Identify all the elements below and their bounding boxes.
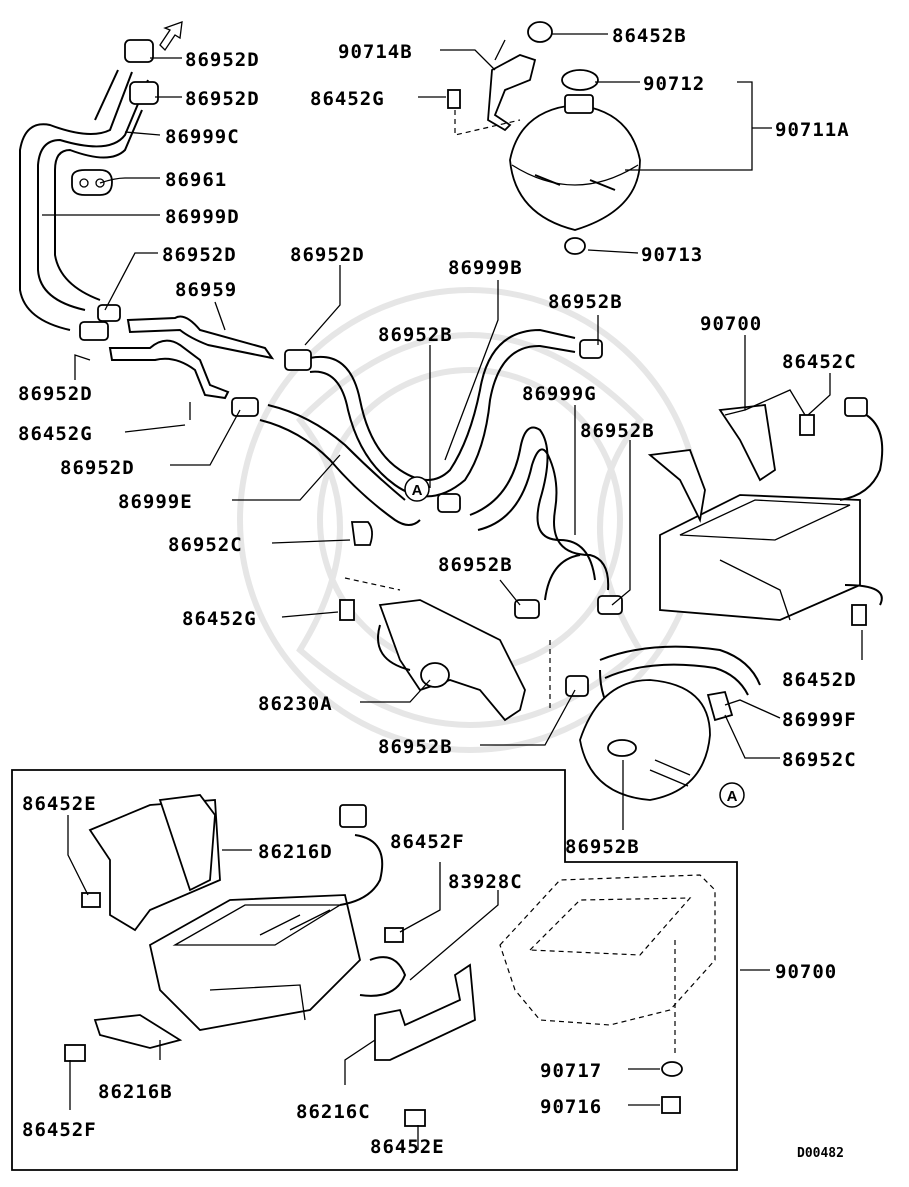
hose-center-upper xyxy=(284,328,603,513)
reservoir-lower xyxy=(579,679,711,801)
bolt-86452B xyxy=(527,21,553,43)
label-90700: 90700 xyxy=(700,313,762,335)
diagram-code: D00482 xyxy=(797,1146,844,1161)
label-90716: 90716 xyxy=(540,1096,602,1118)
label-86999F: 86999F xyxy=(782,709,857,731)
pipe-86959 xyxy=(79,304,275,400)
label-86952D: 86952D xyxy=(60,457,135,479)
label-86999D: 86999D xyxy=(165,206,240,228)
cap-90712 xyxy=(561,69,599,91)
label-86952D: 86952D xyxy=(162,244,237,266)
label-86952D: 86952D xyxy=(185,49,260,71)
label-86452F: 86452F xyxy=(390,831,465,853)
bolt-86452F-inset-left xyxy=(64,1044,86,1062)
inverter-case-90700-dashed xyxy=(499,874,716,1114)
hose-86999G xyxy=(469,426,623,619)
label-86230A: 86230A xyxy=(258,693,333,715)
bolt-86452G-top xyxy=(447,89,461,109)
hose-86999E xyxy=(231,397,421,546)
arrow-up-icon xyxy=(159,21,183,52)
svg-text:A: A xyxy=(727,788,738,805)
hose-86999C-86999D-assembly xyxy=(19,39,159,331)
clamp-86952C-left xyxy=(350,521,373,546)
label-86216B: 86216B xyxy=(98,1081,173,1103)
clamp-86952B-A xyxy=(437,493,461,513)
clamp-86952B-g-right xyxy=(597,595,623,615)
bolt-86452F-inset xyxy=(384,927,404,943)
bracket-86216C xyxy=(374,963,476,1061)
part-labels: 86952D 86952D 86999C 86961 86999D 86952D… xyxy=(18,25,857,1158)
label-86999B: 86999B xyxy=(448,257,523,279)
label-90711A: 90711A xyxy=(775,119,850,141)
label-86952D: 86952D xyxy=(290,244,365,266)
label-90713: 90713 xyxy=(641,244,703,266)
label-86999C: 86999C xyxy=(165,126,240,148)
bracket-90700-top xyxy=(718,404,776,482)
reference-mark-A-2: A xyxy=(719,782,745,808)
bolt-86452D xyxy=(851,604,867,626)
label-86999G: 86999G xyxy=(522,383,597,405)
leader-lines xyxy=(42,33,863,1150)
inverter-assembly-inset xyxy=(64,794,476,1127)
grommet-90713 xyxy=(564,237,586,255)
label-86452B: 86452B xyxy=(612,25,687,47)
label-86452G: 86452G xyxy=(310,88,385,110)
label-86952B: 86952B xyxy=(378,324,453,346)
label-86452D: 86452D xyxy=(782,669,857,691)
bracket-90714B xyxy=(447,21,553,136)
label-86452E: 86452E xyxy=(22,793,97,815)
label-86452C: 86452C xyxy=(782,351,857,373)
label-86452E: 86452E xyxy=(370,1136,445,1158)
label-86952D: 86952D xyxy=(18,383,93,405)
label-86999E: 86999E xyxy=(118,491,193,513)
clamp-86952B-lower xyxy=(607,739,637,757)
wire-83928C xyxy=(359,956,407,997)
bolt-90716 xyxy=(661,1096,681,1114)
label-90712: 90712 xyxy=(643,73,705,95)
label-86952B: 86952B xyxy=(438,554,513,576)
clamp-86952B-right xyxy=(579,339,603,359)
bolt-86452E-inset xyxy=(81,892,101,908)
clip-86961 xyxy=(71,169,113,196)
washer-90717 xyxy=(661,1061,683,1077)
label-86452G: 86452G xyxy=(18,423,93,445)
label-86216D: 86216D xyxy=(258,841,333,863)
pump-86230A xyxy=(339,577,551,722)
hose-86999F xyxy=(565,645,761,722)
bolt-86452E-inset-lower xyxy=(404,1109,426,1127)
clamp-86952B-f xyxy=(565,675,589,697)
label-86952B: 86952B xyxy=(548,291,623,313)
label-86952D: 86952D xyxy=(185,88,260,110)
hose-clamp-86952D-top xyxy=(124,39,154,63)
label-86952B: 86952B xyxy=(378,736,453,758)
clamp-86952D-lower xyxy=(79,321,109,341)
label-83928C: 83928C xyxy=(448,871,523,893)
clamp-86952C-f xyxy=(706,690,734,722)
label-86959: 86959 xyxy=(175,279,237,301)
clamp-86952B-g-left xyxy=(514,599,540,619)
bolt-86452G-pump xyxy=(339,599,355,621)
label-86952C: 86952C xyxy=(782,749,857,771)
label-90717: 90717 xyxy=(540,1060,602,1082)
bolt-86452C xyxy=(799,414,815,436)
label-86952B: 86952B xyxy=(580,420,655,442)
bracket-86216B xyxy=(93,1014,183,1049)
label-86952B: 86952B xyxy=(565,836,640,858)
clamp-86952D-hose-e xyxy=(231,397,259,417)
reference-mark-A-1: A xyxy=(404,476,430,502)
label-86452F: 86452F xyxy=(22,1119,97,1141)
label-86216C: 86216C xyxy=(296,1101,371,1123)
hose-clamp-86952D-mid xyxy=(129,81,159,105)
label-90700: 90700 xyxy=(775,961,837,983)
svg-text:A: A xyxy=(412,482,423,499)
label-90714B: 90714B xyxy=(338,41,413,63)
reservoir-90711A xyxy=(509,69,641,255)
label-86952C: 86952C xyxy=(168,534,243,556)
label-86961: 86961 xyxy=(165,169,227,191)
clamp-86952D-center xyxy=(284,349,312,371)
label-86452G: 86452G xyxy=(182,608,257,630)
inverter-assembly-right xyxy=(647,397,884,626)
inset-border xyxy=(11,769,738,1171)
